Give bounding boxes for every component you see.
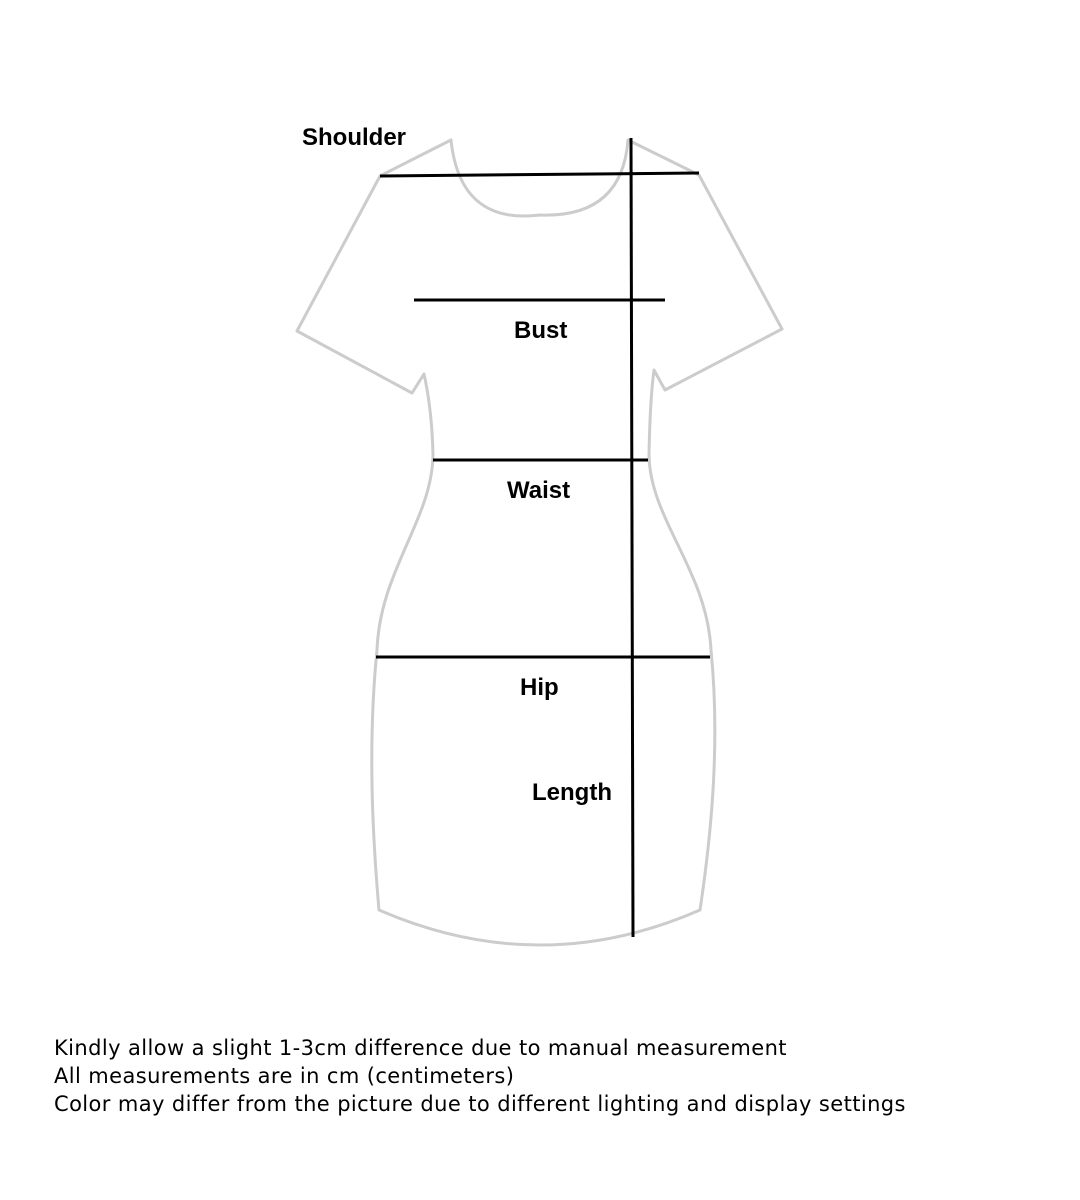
length-label: Length bbox=[532, 779, 612, 806]
dress-measurement-diagram: Shoulder Bust Waist Hip Length bbox=[295, 124, 784, 947]
length-line bbox=[629, 137, 635, 938]
shoulder-line bbox=[379, 171, 700, 178]
shoulder-label: Shoulder bbox=[302, 124, 406, 151]
waist-label: Waist bbox=[507, 477, 570, 504]
dress-outline-icon bbox=[295, 138, 784, 947]
bust-label: Bust bbox=[514, 317, 567, 344]
hip-label: Hip bbox=[520, 674, 559, 701]
neckline-outline bbox=[449, 138, 630, 218]
measurement-lines bbox=[376, 137, 710, 938]
note-manual-difference: Kindly allow a slight 1-3cm difference d… bbox=[54, 1036, 787, 1060]
note-units: All measurements are in cm (centimeters) bbox=[54, 1064, 515, 1088]
dress-body-outline bbox=[295, 138, 784, 947]
measurement-notes: Kindly allow a slight 1-3cm difference d… bbox=[54, 1034, 1054, 1118]
note-color-difference: Color may differ from the picture due to… bbox=[54, 1092, 906, 1116]
